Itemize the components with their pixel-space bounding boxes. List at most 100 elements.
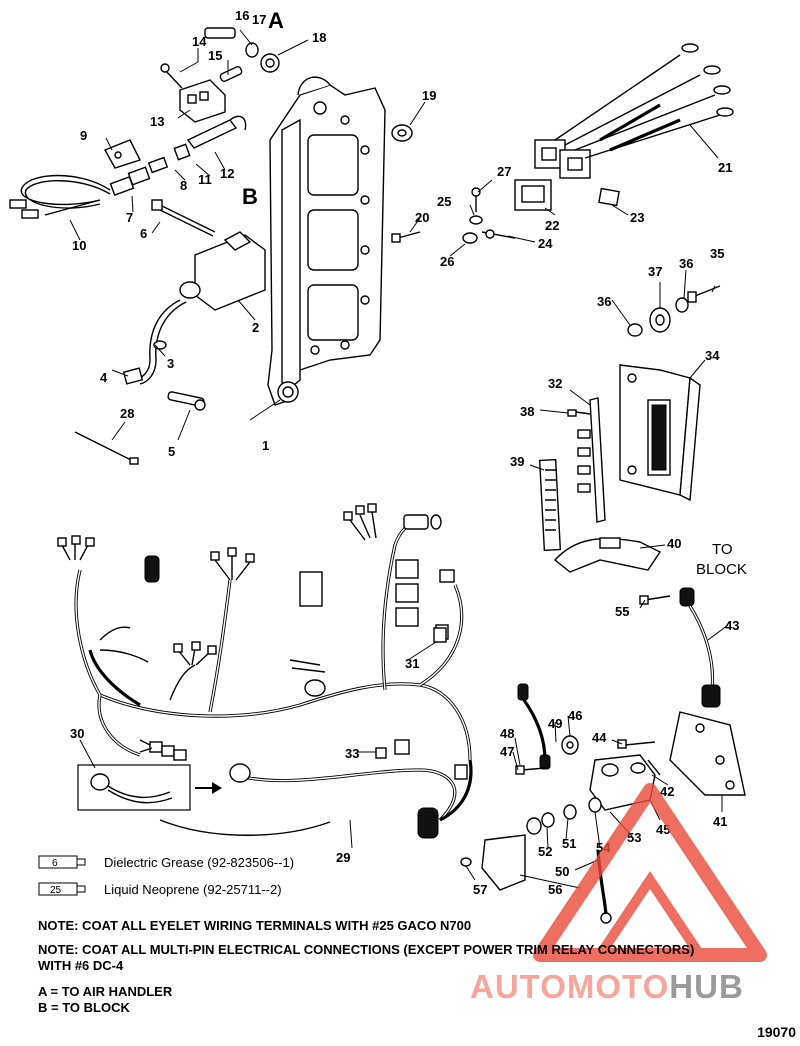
key-a: A = TO AIR HANDLER: [38, 984, 173, 999]
tube-6-icon: 6: [38, 855, 86, 869]
callout-24: 24: [538, 236, 553, 251]
callout-46: 46: [568, 708, 582, 723]
callout-16: 16: [235, 8, 249, 23]
callout-17: 17: [252, 12, 266, 27]
callout-14: 14: [192, 34, 207, 49]
callout-34: 34: [705, 348, 720, 363]
note-multipin-connections: NOTE: COAT ALL MULTI-PIN ELECTRICAL CONN…: [38, 942, 695, 973]
callout-22: 22: [545, 218, 559, 233]
module-13: [160, 27, 280, 123]
callout-39: 39: [510, 454, 524, 469]
figure-number: 19070: [757, 1024, 796, 1040]
mounting-plate: [267, 76, 386, 406]
harness-clip: [375, 747, 387, 759]
svg-text:25: 25: [50, 885, 62, 896]
callout-15: 15: [208, 48, 222, 63]
to-block-line-1: TO: [712, 541, 733, 558]
ignition-coil: [122, 231, 266, 385]
callout-41: 41: [713, 814, 727, 829]
callout-36-a: 36: [679, 256, 693, 271]
legend-liquid-neoprene: Liquid Neoprene (92-25711--2): [104, 882, 282, 897]
callout-b: B: [242, 184, 258, 209]
legend-dielectric-grease: Dielectric Grease (92-823506--1): [104, 855, 295, 870]
callout-44: 44: [592, 730, 607, 745]
watermark-part-1: AUTOMOTO: [470, 968, 670, 1005]
callout-11: 11: [198, 172, 212, 187]
ground-strap: [639, 587, 721, 708]
callout-3: 3: [167, 356, 174, 371]
terminal-hardware: [460, 797, 612, 924]
callout-35: 35: [710, 246, 724, 261]
cable-tie: [74, 431, 139, 465]
callout-53: 53: [627, 830, 641, 845]
battery-cable-48: [515, 683, 551, 775]
callout-19: 19: [422, 88, 436, 103]
engine-wire-harness: [57, 503, 473, 839]
harness-clamp: [553, 537, 662, 573]
callout-36-b: 36: [597, 294, 611, 309]
callout-21: 21: [718, 160, 732, 175]
callout-6: 6: [140, 226, 147, 241]
relay-plate: [669, 711, 746, 796]
callout-9: 9: [80, 128, 87, 143]
callout-26: 26: [440, 254, 454, 269]
sensor-bracket: [104, 139, 141, 169]
callout-51: 51: [562, 836, 576, 851]
callout-56: 56: [548, 882, 562, 897]
callout-13: 13: [150, 114, 164, 129]
sensor-harness: [9, 174, 111, 219]
tube-25-icon: 25: [38, 882, 86, 896]
callout-23: 23: [630, 210, 644, 225]
callout-47: 47: [500, 744, 514, 759]
ecm-module: [619, 285, 721, 502]
callout-32: 32: [548, 376, 562, 391]
svg-text:6: 6: [52, 858, 58, 869]
to-block-line-2: BLOCK: [696, 561, 747, 578]
watermark-text: AUTOMOTOHUB: [470, 968, 744, 1006]
callout-5: 5: [168, 444, 175, 459]
callout-27: 27: [497, 164, 511, 179]
callout-42: 42: [660, 784, 674, 799]
callout-12: 12: [220, 166, 234, 181]
callout-20: 20: [415, 210, 429, 225]
callout-37: 37: [648, 264, 662, 279]
spark-plug-terminal: [167, 391, 206, 411]
coil-bolt: [151, 199, 216, 237]
callout-28: 28: [120, 406, 134, 421]
callout-52: 52: [538, 844, 552, 859]
callout-2: 2: [252, 320, 259, 335]
callout-4: 4: [100, 370, 108, 385]
leader-lines: [69, 29, 729, 889]
callout-8: 8: [180, 178, 187, 193]
callout-7: 7: [126, 210, 133, 225]
callout-25: 25: [437, 194, 451, 209]
callout-49: 49: [548, 716, 562, 731]
grommet: [391, 124, 413, 142]
callout-31: 31: [405, 656, 419, 671]
mounting-bracket-32: [538, 397, 606, 552]
callout-40: 40: [667, 536, 681, 551]
inset-detail-30: [77, 764, 222, 811]
key-b: B = TO BLOCK: [38, 1000, 130, 1015]
temperature-sensor-assembly: [109, 115, 247, 196]
callout-50: 50: [555, 864, 569, 879]
ground-hardware: [391, 187, 516, 244]
callout-48: 48: [500, 726, 514, 741]
callout-29: 29: [336, 850, 350, 865]
callout-labels: 1 2 3 4 5 6 7 8 9 10 11 12 13 14 15 16 1…: [70, 8, 747, 897]
callout-18: 18: [312, 30, 326, 45]
callout-10: 10: [72, 238, 86, 253]
trim-relays: [514, 43, 734, 211]
callout-1: 1: [262, 438, 269, 453]
note-eyelet-terminals: NOTE: COAT ALL EYELET WIRING TERMINALS W…: [38, 918, 472, 933]
callout-38: 38: [520, 404, 534, 419]
callout-43: 43: [725, 618, 739, 633]
watermark-logo: [533, 783, 767, 962]
fuse: [433, 627, 447, 643]
callout-30: 30: [70, 726, 84, 741]
callout-33: 33: [345, 746, 359, 761]
callout-57: 57: [473, 882, 487, 897]
watermark-part-2: HUB: [669, 968, 744, 1005]
callout-55: 55: [615, 604, 629, 619]
